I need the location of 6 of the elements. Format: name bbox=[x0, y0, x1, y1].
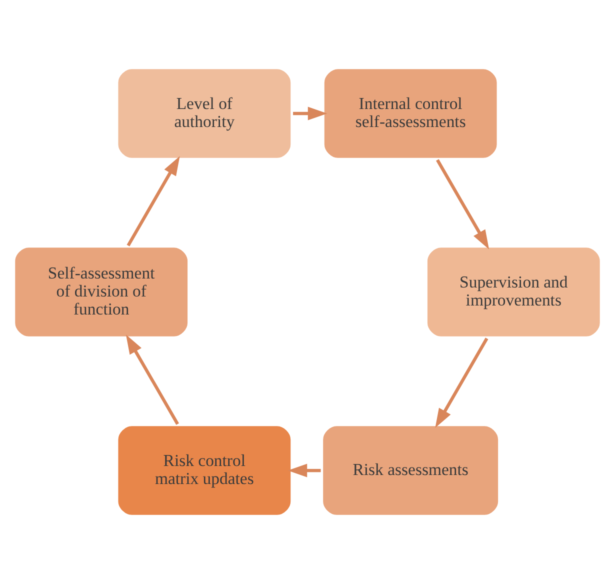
arrow bbox=[293, 106, 328, 120]
arrow bbox=[288, 463, 321, 477]
arrow bbox=[126, 334, 179, 424]
arrow bbox=[435, 337, 488, 428]
arrow bbox=[126, 156, 180, 246]
arrow bbox=[436, 158, 490, 249]
